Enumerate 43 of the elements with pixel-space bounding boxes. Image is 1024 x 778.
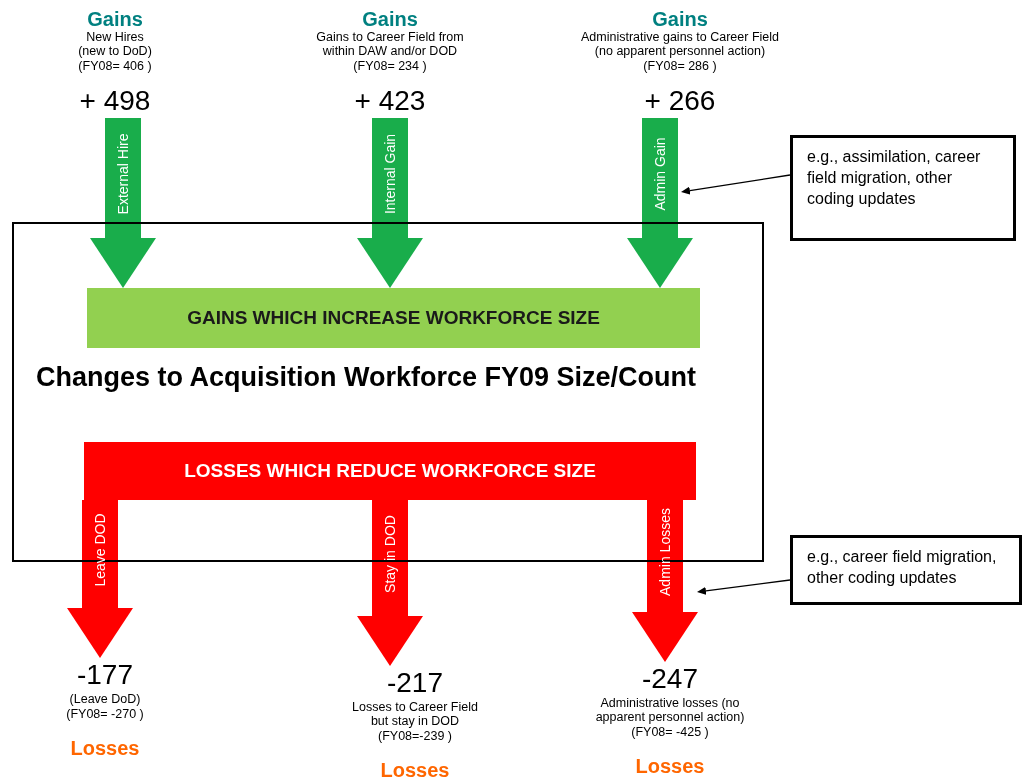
- prior-year-note: (FY08= -270 ): [66, 706, 144, 722]
- callout-box: e.g., assimilation, career field migration, other coding updates: [790, 135, 1016, 241]
- banner-bar: GAINS WHICH INCREASE WORKFORCE SIZE: [87, 288, 700, 348]
- description-text: Gains to Career Field from within DAW and/or DOD: [315, 30, 465, 58]
- description-text: Administrative gains to Career Field (no apparent personnel action): [580, 30, 780, 58]
- description-text: Losses to Career Field but stay in DOD: [351, 700, 479, 728]
- count-value: -217: [386, 666, 443, 700]
- block-arrow: [357, 500, 423, 666]
- heading: Losses: [380, 758, 450, 778]
- leader-line: [697, 579, 791, 595]
- description-text: Administrative losses (no apparent personnel action): [594, 696, 746, 724]
- heading: Gains: [362, 8, 418, 30]
- prior-year-note: (FY08= 234 ): [353, 58, 427, 74]
- prior-year-note: (FY08=-239 ): [378, 728, 452, 744]
- edge-label: Leave DOD: [92, 513, 108, 587]
- prior-year-note: (FY08= 286 ): [643, 58, 717, 74]
- heading: Gains: [652, 8, 708, 30]
- callout-box: e.g., career field migration, other coding updates: [790, 535, 1022, 605]
- heading: Losses: [635, 754, 705, 778]
- banner-bar: LOSSES WHICH REDUCE WORKFORCE SIZE: [84, 442, 696, 500]
- edge-label: External Hire: [115, 133, 131, 215]
- count-value: -247: [641, 662, 698, 696]
- description-text: (Leave DoD): [68, 692, 142, 706]
- block-arrow: [90, 118, 156, 288]
- count-value: + 498: [79, 84, 151, 118]
- block-arrow: [632, 500, 698, 662]
- leader-line: [681, 174, 791, 195]
- frame-title: Changes to Acquisition Workforce FY09 Size/Count: [36, 362, 697, 393]
- block-arrow: [67, 500, 133, 658]
- edge-label: Stay in DOD: [382, 515, 398, 593]
- count-value: + 423: [354, 84, 426, 118]
- block-arrow: [357, 118, 423, 288]
- description-text: New Hires (new to DoD): [77, 30, 153, 58]
- heading: Losses: [70, 736, 140, 760]
- count-value: + 266: [644, 84, 716, 118]
- count-value: -177: [76, 658, 133, 692]
- edge-label: Admin Losses: [657, 508, 673, 596]
- prior-year-note: (FY08= -425 ): [631, 724, 709, 740]
- prior-year-note: (FY08= 406 ): [78, 58, 152, 74]
- edge-label: Internal Gain: [382, 133, 398, 215]
- block-arrow: [627, 118, 693, 288]
- heading: Gains: [87, 8, 143, 30]
- edge-label: Admin Gain: [652, 137, 668, 211]
